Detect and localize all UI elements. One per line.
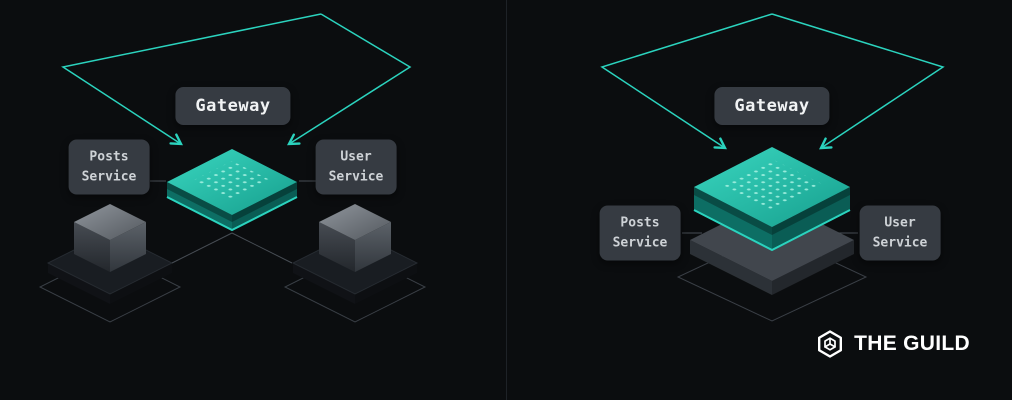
posts-service-label-line1: Posts bbox=[89, 149, 129, 165]
user-service-label-line2: Service bbox=[328, 169, 384, 184]
incoming-traffic-arrows-left bbox=[61, 13, 412, 146]
panel-divider bbox=[506, 0, 507, 400]
posts-service-label-right: Posts Service bbox=[599, 205, 681, 261]
user-service-label-line2: Service bbox=[872, 235, 928, 250]
left-diagram bbox=[38, 13, 427, 323]
user-service-cube-left bbox=[283, 204, 427, 323]
the-guild-logo: THE GUILD bbox=[815, 328, 970, 360]
user-service-label-right: User Service bbox=[859, 205, 941, 261]
user-service-label-line1: User bbox=[340, 149, 372, 165]
gateway-dot-grid bbox=[720, 159, 824, 211]
the-guild-hexagon-icon bbox=[818, 330, 843, 358]
incoming-traffic-arrows-right bbox=[600, 13, 945, 150]
gateway-label-right: Gateway bbox=[714, 87, 830, 125]
posts-service-label-line1: Posts bbox=[620, 215, 660, 231]
posts-service-label-line2: Service bbox=[612, 235, 668, 250]
gateway-dot-grid bbox=[192, 161, 272, 201]
right-diagram bbox=[600, 13, 945, 322]
unified-gateway-stack bbox=[676, 147, 868, 322]
posts-service-cube-left bbox=[38, 204, 182, 323]
posts-service-label-left: Posts Service bbox=[68, 139, 150, 195]
gateway-label-left: Gateway bbox=[175, 87, 291, 125]
logo-text: THE GUILD bbox=[854, 332, 970, 355]
user-service-label-line1: User bbox=[884, 215, 916, 231]
user-service-label-left: User Service bbox=[315, 139, 397, 195]
posts-service-label-line2: Service bbox=[81, 169, 137, 184]
gateway-platform-left bbox=[166, 149, 298, 232]
connector-lines-left bbox=[150, 180, 317, 264]
